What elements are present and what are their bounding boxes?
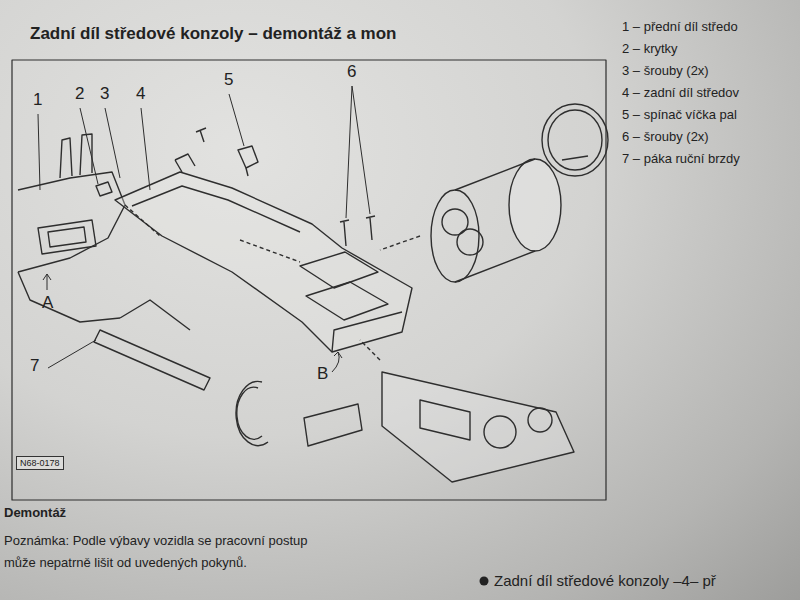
page-title: Zadní díl středové konzoly – demontáž a … — [30, 24, 397, 44]
callout-number: 1 — [33, 90, 42, 110]
callout-letter: B — [317, 364, 328, 384]
callout-number: 5 — [224, 70, 233, 90]
parts-list-item: 7 – páka ruční brzdy — [622, 152, 740, 167]
figure-frame — [12, 60, 606, 500]
callout-number: 6 — [347, 62, 356, 82]
note-text: Poznámka: Podle výbavy vozidla se pracov… — [4, 534, 308, 549]
step-text: Zadní díl středové konzoly –4– př — [494, 572, 716, 589]
callout-number: 4 — [136, 84, 145, 104]
section-heading: Demontáž — [4, 506, 66, 521]
callout-number: 7 — [30, 356, 39, 376]
bullet — [480, 577, 489, 586]
note-text: může nepatrně lišit od uvedených pokynů. — [4, 556, 247, 571]
callout-number: 3 — [100, 84, 109, 104]
parts-list-item: 4 – zadní díl středov — [622, 86, 739, 101]
parts-list-item: 3 – šrouby (2x) — [622, 64, 709, 79]
callout-number: 2 — [75, 84, 84, 104]
parts-list-item: 1 – přední díl středo — [622, 20, 738, 35]
parts-list-item: 6 – šrouby (2x) — [622, 130, 709, 145]
parts-list-item: 2 – krytky — [622, 42, 678, 57]
callout-letter: A — [42, 293, 53, 313]
figure-code: N68-0178 — [16, 456, 64, 470]
parts-list-item: 5 – spínač víčka pal — [622, 108, 737, 123]
